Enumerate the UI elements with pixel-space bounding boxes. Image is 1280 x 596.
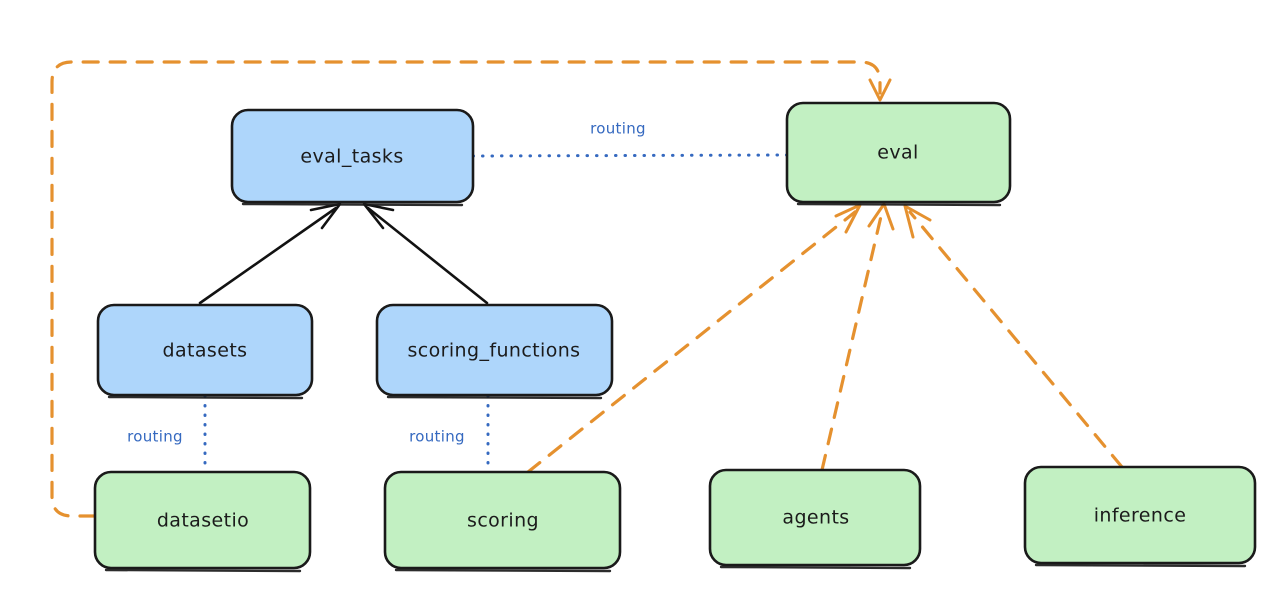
node-scoring-label: scoring (467, 510, 539, 532)
node-datasetio[interactable]: datasetio (93, 470, 312, 573)
node-agents-label: agents (782, 507, 849, 529)
node-datasets-label: datasets (163, 340, 248, 362)
node-datasets[interactable]: datasets (96, 303, 314, 400)
node-eval[interactable]: eval (785, 101, 1012, 207)
node-scoring-shape[interactable] (383, 470, 622, 570)
edge-datasets-evaltasks (198, 202, 342, 305)
node-eval-tasks[interactable]: eval_tasks (230, 108, 475, 207)
edge-evaltasks-eval (471, 153, 789, 158)
edge-label-layer: routing routing routing (127, 120, 646, 446)
node-eval-tasks-label: eval_tasks (300, 146, 403, 168)
node-scoring[interactable]: scoring (383, 470, 622, 573)
node-datasetio-shape[interactable] (93, 470, 312, 570)
node-inference-label: inference (1094, 505, 1187, 527)
node-scoring-functions[interactable]: scoring_functions (375, 303, 614, 400)
edge-label-routing-eval: routing (590, 120, 646, 138)
edge-agents-eval (820, 202, 895, 472)
node-agents[interactable]: agents (708, 468, 922, 570)
node-inference-shape[interactable] (1023, 465, 1257, 565)
edge-datasetio-eval (50, 60, 892, 518)
edge-label-routing-scoring: routing (409, 428, 465, 446)
node-scoring-functions-shape[interactable] (375, 303, 614, 397)
node-scoring-functions-label: scoring_functions (408, 340, 581, 362)
node-eval-shape[interactable] (785, 101, 1012, 204)
edge-scoringfn-evaltasks (362, 202, 489, 305)
node-datasets-shape[interactable] (96, 303, 314, 397)
edge-label-routing-datasetio: routing (127, 428, 183, 446)
node-eval-tasks-shape[interactable] (230, 108, 475, 204)
node-eval-label: eval (877, 142, 918, 164)
edge-inference-eval (903, 204, 1124, 469)
node-agents-shape[interactable] (708, 468, 922, 567)
node-datasetio-label: datasetio (157, 510, 249, 532)
node-inference[interactable]: inference (1023, 465, 1257, 568)
